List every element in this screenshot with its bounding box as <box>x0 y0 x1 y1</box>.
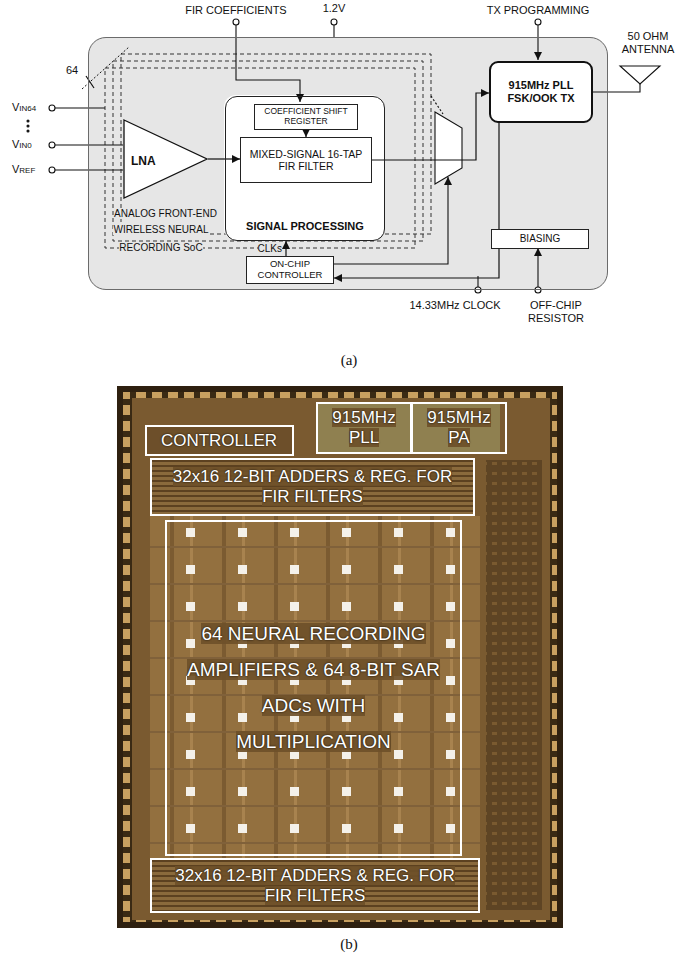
text-holder: WIRELESS NEURAL RECORDING SoC <box>109 219 213 256</box>
text-wrap: 64 NEURAL RECORDING AMPLIFIERS & 64 8-BI… <box>183 616 444 760</box>
transmitter-box: 915MHz PLL FSK/OOK TX <box>489 61 593 123</box>
edge-label: CLKs <box>258 243 282 255</box>
panel-label: (b) <box>340 936 358 953</box>
text-wrap: CONTROLLER <box>161 431 277 451</box>
pin-name: VIN0 <box>12 138 32 151</box>
die-region: 32x16 12-BIT ADDERS & REG. FOR FIR FILTE… <box>150 458 475 516</box>
text-holder: ANALOG FRONT-END <box>93 203 238 221</box>
pin-name: VIN64 <box>12 101 36 114</box>
die-region: 915MHz PA <box>411 402 507 454</box>
die-region: 64 NEURAL RECORDING AMPLIFIERS & 64 8-BI… <box>165 520 462 856</box>
connector <box>372 93 489 160</box>
text-holder: LNA <box>131 151 156 169</box>
text-holder: SIGNAL PROCESSING <box>226 216 384 234</box>
signal-name: TX PROGRAMMING <box>487 4 590 17</box>
node-label: 915MHz PLL <box>332 408 395 447</box>
soc-boundary: WIRELESS NEURAL RECORDING SoCLNAANALOG F… <box>88 37 608 290</box>
processing-block: SIGNAL PROCESSING COEFFICIENT SHIFT REGIS… <box>225 96 385 241</box>
connector <box>305 130 306 137</box>
pin-name: OFF-CHIP RESISTOR <box>525 299 587 324</box>
text-wrap: BIASING <box>520 233 561 245</box>
channel-stack <box>105 54 431 248</box>
node-label: BIASING <box>520 233 561 244</box>
processing-fill <box>224 95 384 240</box>
amplifier-label: LNA <box>131 154 156 168</box>
text-wrap: 915MHz PLL FSK/OOK TX <box>496 79 586 104</box>
node-label: 915MHz PLL FSK/OOK TX <box>507 79 574 104</box>
supply-label: 1.2V <box>323 2 346 15</box>
amplifier-triangle: LNAANALOG FRONT-END <box>123 119 208 199</box>
die-region: CONTROLLER <box>145 425 294 456</box>
bus-marker <box>82 47 129 89</box>
antenna-label: 50 OHM ANTENNA <box>616 30 680 55</box>
filter-box: MIXED-SIGNAL 16-TAP FIR FILTER <box>240 137 372 183</box>
clock-label: 14.33MHz CLOCK <box>409 299 500 312</box>
node-label: 32x16 12-BIT ADDERS & REG. FOR FIR FILTE… <box>175 866 454 905</box>
triangle-shape <box>124 120 207 198</box>
bias-box: BIASING <box>491 229 589 249</box>
block-caption: ANALOG FRONT-END <box>114 208 217 219</box>
node-label: 32x16 12-BIT ADDERS & REG. FOR FIR FILTE… <box>173 467 452 506</box>
node-label: COEFFICIENT SHIFT REGISTER <box>264 106 347 126</box>
bus-width: 64 <box>66 64 78 77</box>
node-label: MIXED-SIGNAL 16-TAP FIR FILTER <box>250 148 363 172</box>
signal-name: FIR COEFFICIENTS <box>185 4 286 17</box>
soc-title: WIRELESS NEURAL RECORDING SoC <box>113 224 208 253</box>
node-label: CONTROLLER <box>161 431 277 450</box>
node-label: 64 NEURAL RECORDING AMPLIFIERS & 64 8-BI… <box>187 623 440 752</box>
soc-fill <box>88 37 608 290</box>
text-wrap: 915MHz PLL <box>332 408 396 447</box>
register-box: COEFFICIENT SHIFT REGISTER <box>254 104 358 130</box>
node-label: 915MHz PA <box>427 408 490 447</box>
pin-name: VREF <box>12 163 35 176</box>
text-wrap: 915MHz PA <box>427 408 491 447</box>
controller-box: ON-CHIP CONTROLLER <box>246 256 334 284</box>
text-wrap: MIXED-SIGNAL 16-TAP FIR FILTER <box>246 148 366 172</box>
die-photo <box>117 386 563 928</box>
panel-label: (a) <box>341 352 358 369</box>
text-wrap: 32x16 12-BIT ADDERS & REG. FOR FIR FILTE… <box>166 866 464 905</box>
wires <box>27 19 660 293</box>
node-label: ON-CHIP CONTROLLER <box>258 258 323 280</box>
text-wrap: COEFFICIENT SHIFT REGISTER <box>260 107 352 127</box>
text-wrap: 32x16 12-BIT ADDERS & REG. FOR FIR FILTE… <box>166 467 459 506</box>
connector <box>208 158 240 159</box>
block-title: SIGNAL PROCESSING <box>246 220 364 232</box>
connector <box>285 241 286 256</box>
text-wrap: ON-CHIP CONTROLLER <box>252 259 328 281</box>
die-region: 32x16 12-BIT ADDERS & REG. FOR FIR FILTE… <box>150 858 480 913</box>
die-region: 915MHz PLL <box>316 402 412 454</box>
